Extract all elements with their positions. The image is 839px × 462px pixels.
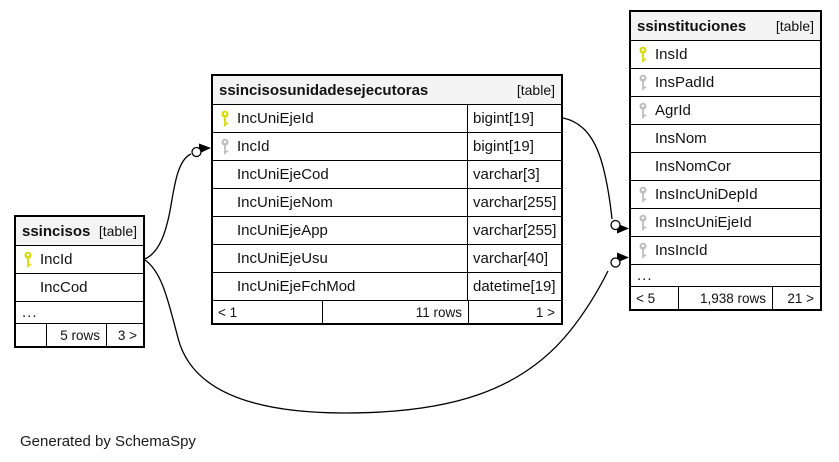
table-row: InsIncUniDepId xyxy=(631,180,820,208)
table-row: IncUniEjeUsu varchar[40] xyxy=(213,244,561,272)
generated-by-note: Generated by SchemaSpy xyxy=(20,433,196,450)
relationship-endpoint-circle xyxy=(610,219,621,231)
table-type-label: [table] xyxy=(516,82,555,98)
footer-parents xyxy=(16,324,46,346)
relationship-line xyxy=(144,259,609,414)
column-type: varchar[255] xyxy=(467,217,561,244)
footer-parents: < 5 xyxy=(636,290,656,306)
truncated-columns-indicator: ... xyxy=(16,301,143,323)
footer-row-count: 11 rows xyxy=(322,301,468,323)
column-name: IncUniEjeId xyxy=(237,110,314,127)
truncated-columns-indicator: ... xyxy=(631,264,820,286)
footer-row-count: 1,938 rows xyxy=(678,287,772,309)
column-name: InsIncUniDepId xyxy=(655,186,758,203)
column-name: IncUniEjeNom xyxy=(237,194,333,211)
table-row: IncId bigint[19] xyxy=(213,132,561,160)
column-name: IncUniEjeFchMod xyxy=(237,278,356,295)
primary-key-icon xyxy=(16,251,40,268)
table-footer: < 5 1,938 rows 21 > xyxy=(631,286,820,309)
column-type: varchar[40] xyxy=(467,245,561,272)
table-row: AgrId xyxy=(631,96,820,124)
column-name: InsNom xyxy=(655,130,707,147)
table-ssinstituciones: ssinstituciones [table] InsId xyxy=(629,10,822,311)
column-type: varchar[255] xyxy=(467,189,561,216)
primary-key-icon xyxy=(631,46,655,63)
column-name: InsPadId xyxy=(655,74,715,91)
table-row: InsNom xyxy=(631,124,820,152)
table-header-ssinstituciones[interactable]: ssinstituciones [table] xyxy=(631,12,820,40)
footer-row-count: 5 rows xyxy=(46,324,106,346)
column-name: IncId xyxy=(40,251,73,268)
relationship-arrowhead xyxy=(199,143,211,154)
table-row: InsId xyxy=(631,40,820,68)
column-name: InsNomCor xyxy=(655,158,731,175)
table-row: InsIncId xyxy=(631,236,820,264)
footer-children: 21 > xyxy=(772,287,820,309)
table-header-ssincisos[interactable]: ssincisos [table] xyxy=(16,217,143,245)
table-row: IncUniEjeId bigint[19] xyxy=(213,104,561,132)
column-name: IncUniEjeUsu xyxy=(237,250,328,267)
column-name: IncId xyxy=(237,138,270,155)
relationship-line xyxy=(562,117,613,220)
foreign-key-icon xyxy=(631,242,655,259)
column-name: IncUniEjeApp xyxy=(237,222,328,239)
footer-parents: < 1 xyxy=(218,304,238,320)
table-row: InsPadId xyxy=(631,68,820,96)
column-name: IncUniEjeCod xyxy=(237,166,329,183)
column-name: InsIncId xyxy=(655,242,708,259)
table-name[interactable]: ssincisos xyxy=(22,222,91,240)
table-type-label: [table] xyxy=(98,223,137,239)
primary-key-icon xyxy=(213,110,237,127)
table-name[interactable]: ssincisosunidadesejecutoras xyxy=(219,81,429,99)
column-name: InsIncUniEjeId xyxy=(655,214,752,231)
table-ssincisos: ssincisos [table] IncId IncCod ... 5 row… xyxy=(14,215,145,348)
foreign-key-icon xyxy=(631,74,655,91)
table-row: IncCod xyxy=(16,273,143,301)
table-row: IncUniEjeApp varchar[255] xyxy=(213,216,561,244)
table-name[interactable]: ssinstituciones xyxy=(637,17,747,35)
column-type: bigint[19] xyxy=(467,133,561,160)
table-row: IncUniEjeCod varchar[3] xyxy=(213,160,561,188)
table-row: InsIncUniEjeId xyxy=(631,208,820,236)
column-type: datetime[19] xyxy=(467,273,561,300)
footer-children: 1 > xyxy=(468,301,561,323)
relationship-endpoint-circle xyxy=(191,146,202,158)
foreign-key-icon xyxy=(631,186,655,203)
foreign-key-icon xyxy=(631,214,655,231)
column-name: InsId xyxy=(655,46,688,63)
column-type: bigint[19] xyxy=(467,105,561,132)
column-type: varchar[3] xyxy=(467,161,561,188)
foreign-key-icon xyxy=(631,102,655,119)
relationship-endpoint-circle xyxy=(610,257,621,268)
table-ssincisosunidadesejecutoras: ssincisosunidadesejecutoras [table] IncU… xyxy=(211,74,563,325)
table-row: IncId xyxy=(16,245,143,273)
column-name: IncCod xyxy=(40,279,88,296)
column-name: AgrId xyxy=(655,102,691,119)
foreign-key-icon xyxy=(213,138,237,155)
table-header-ssincisosunidadesejecutoras[interactable]: ssincisosunidadesejecutoras [table] xyxy=(213,76,561,104)
table-footer: 5 rows 3 > xyxy=(16,323,143,346)
relationship-line xyxy=(144,153,192,260)
table-row: IncUniEjeNom varchar[255] xyxy=(213,188,561,216)
table-type-label: [table] xyxy=(775,18,814,34)
table-row: IncUniEjeFchMod datetime[19] xyxy=(213,272,561,300)
table-row: InsNomCor xyxy=(631,152,820,180)
footer-children: 3 > xyxy=(106,324,143,346)
table-footer: < 1 11 rows 1 > xyxy=(213,300,561,323)
